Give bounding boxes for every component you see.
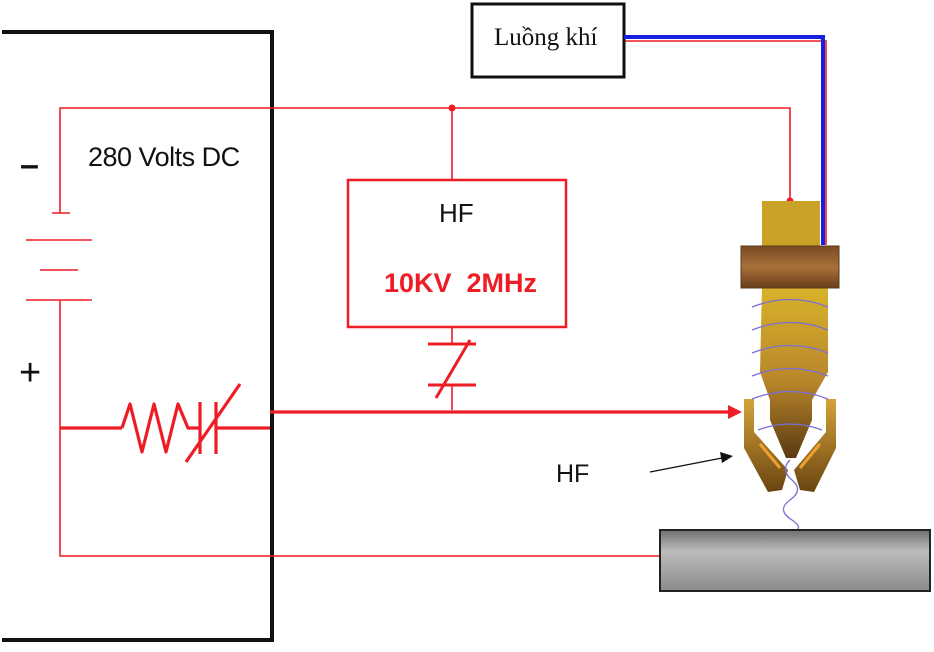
- arrow-to-torch: [728, 405, 742, 419]
- gas-line-red-trace: [624, 40, 827, 245]
- hf-coil: [751, 298, 829, 431]
- hf-box-spec: 10KV 2MHz: [384, 268, 538, 298]
- hf-annotation-arrowhead: [720, 452, 733, 463]
- torch: [740, 201, 840, 533]
- hf-box: [346, 178, 568, 329]
- torch-nozzle-left: [744, 399, 788, 492]
- gas-line: [624, 35, 825, 245]
- torch-body: [760, 286, 828, 458]
- circuit-wires: [59, 40, 827, 557]
- battery-symbol: [26, 212, 92, 301]
- junction-dot: [448, 104, 456, 112]
- capacitor-variable-arrow: [184, 383, 242, 463]
- torch-nozzle-right: [794, 399, 836, 492]
- torch-handle: [762, 201, 820, 253]
- voltage-label: 280 Volts DC: [88, 142, 240, 172]
- negative-terminal-label: –: [20, 146, 39, 184]
- gas-box: [470, 2, 626, 79]
- arc-annotation-label: HF: [556, 460, 590, 488]
- arc-discharge: [782, 459, 800, 533]
- hf-box-title: HF: [439, 198, 474, 228]
- wire-negative-to-torch: [59, 107, 791, 213]
- resistor-symbol: [120, 402, 200, 454]
- main-thick-wire: [60, 383, 730, 463]
- torch-collar: [740, 245, 840, 289]
- nozzle-tip-right: [798, 443, 822, 469]
- nozzle-tip-left: [758, 443, 782, 469]
- gas-box-label: Luồng khí: [494, 24, 598, 51]
- positive-terminal-label: +: [19, 352, 42, 394]
- workpiece: [659, 529, 931, 592]
- wire-to-workpiece: [59, 428, 660, 557]
- power-supply-frame: [2, 30, 274, 642]
- hf-variable-capacitor: [428, 339, 476, 399]
- hf-annotation-arrow: [649, 457, 723, 473]
